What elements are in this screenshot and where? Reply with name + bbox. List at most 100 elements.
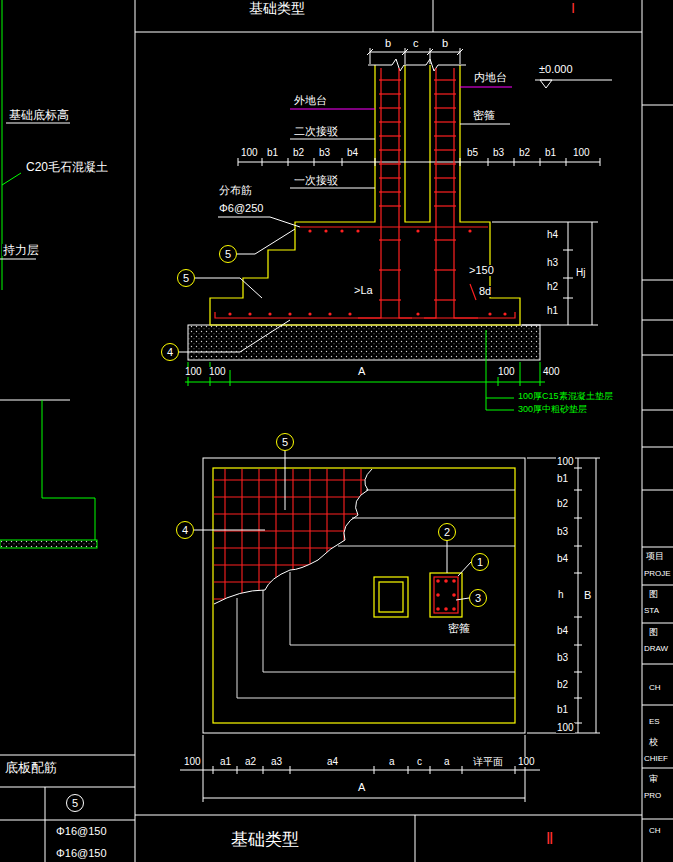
drawing-label: 项目 [645, 552, 665, 561]
g-shape [290, 87, 512, 109]
line-shape [642, 768, 673, 769]
line-shape [366, 490, 515, 491]
drawing-label: 基础类型 [230, 831, 300, 848]
drawing-label: b2 [292, 148, 305, 158]
line-shape [237, 254, 255, 255]
callout-circle: 4 [176, 521, 194, 539]
line-shape [379, 239, 401, 240]
drawing-label: 100 [240, 148, 259, 158]
drawing-label: b1 [556, 705, 569, 715]
line-shape [642, 547, 673, 548]
drawing-label: DRAW [643, 645, 669, 653]
polyline-shape [368, 59, 466, 71]
g-shape [228, 229, 506, 315]
drawing-label: b3 [492, 148, 505, 158]
drawing-label: Ⅱ [545, 831, 554, 846]
drawing-label: a [388, 757, 396, 767]
drawing-label: h1 [546, 306, 559, 316]
line-shape [460, 87, 512, 88]
circle-shape [348, 312, 351, 315]
line-shape [224, 469, 225, 610]
drawing-label: b3 [556, 653, 569, 663]
drawing-label: 基础类型 [248, 1, 306, 15]
line-shape [290, 109, 375, 110]
line-shape [574, 698, 582, 699]
line-shape [45, 787, 46, 862]
drawing-label: 一次接驳 [293, 175, 339, 186]
polyline-shape [290, 572, 515, 645]
line-shape [379, 107, 401, 108]
line-shape [460, 158, 461, 166]
callout-number: 3 [475, 593, 481, 604]
drawing-label: Φ6@250 [218, 203, 264, 214]
line-shape [486, 398, 514, 399]
line-shape [237, 766, 238, 774]
line-shape [214, 564, 380, 565]
circle-shape [503, 312, 506, 315]
callout-circle: 3 [469, 589, 487, 607]
drawing-label: 底板配筋 [4, 761, 58, 774]
line-shape [379, 191, 401, 192]
drawing-label: b2 [556, 680, 569, 690]
line-shape [0, 820, 135, 821]
path-shape [214, 469, 372, 604]
drawing-label: b1 [544, 148, 557, 158]
polyline-shape [454, 68, 478, 318]
line-shape [574, 617, 582, 618]
line-shape [434, 299, 456, 300]
line-shape [522, 325, 598, 326]
drawing-label: B [583, 590, 592, 601]
callout-circle: 5 [177, 269, 195, 287]
drawing-label: 100 [556, 723, 575, 733]
drawing-label: >150 [468, 265, 495, 276]
rect-shape [430, 573, 462, 617]
callout-number: 5 [183, 273, 189, 284]
line-shape [642, 280, 673, 281]
circle-shape [436, 607, 440, 611]
line-shape [214, 479, 380, 480]
line-shape [642, 585, 673, 586]
g-shape [180, 451, 600, 802]
line-shape [218, 217, 270, 218]
polyline-shape [358, 68, 381, 318]
line-shape [457, 49, 463, 55]
line-shape [379, 93, 401, 94]
g-shape [0, 0, 97, 548]
callout-number: 1 [477, 557, 483, 568]
polyline-shape [399, 68, 412, 318]
line-shape [290, 766, 291, 774]
drawing-label: a2 [244, 757, 257, 767]
drawing-label: a3 [270, 757, 283, 767]
line-shape [338, 546, 515, 547]
drawing-label: 400 [542, 367, 561, 377]
line-shape [642, 0, 643, 862]
g-shape [436, 579, 456, 611]
line-shape [263, 766, 264, 774]
line-shape [370, 48, 371, 64]
line-shape [434, 121, 456, 122]
drawing-label: 100 [572, 148, 591, 158]
line-shape [300, 226, 488, 227]
line-shape [434, 149, 456, 150]
circle-shape [444, 579, 448, 583]
polyline-shape [424, 68, 436, 318]
line-shape [568, 222, 569, 325]
line-shape [514, 158, 515, 166]
line-shape [285, 451, 286, 510]
circle-shape [324, 229, 327, 232]
circle-shape [308, 229, 311, 232]
line-shape [230, 370, 231, 386]
line-shape [492, 222, 598, 223]
line-shape [540, 158, 541, 166]
line-shape [434, 239, 456, 240]
line-shape [214, 530, 380, 531]
g-shape [238, 158, 600, 166]
circle-shape [356, 229, 359, 232]
line-shape [379, 149, 401, 150]
line-shape [379, 299, 401, 300]
drawing-label: b1 [556, 474, 569, 484]
g-shape [237, 490, 515, 698]
line-shape [520, 362, 521, 386]
line-shape [238, 162, 600, 163]
